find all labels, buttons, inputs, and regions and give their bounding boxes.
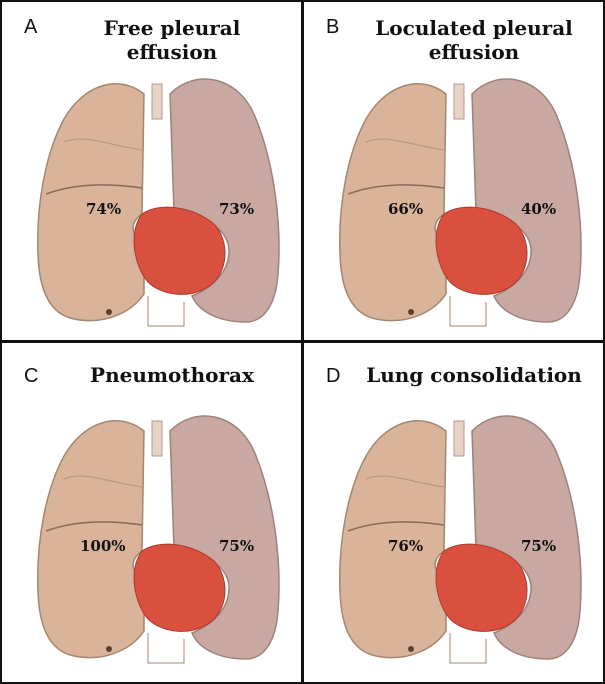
- lesion-spot: [408, 309, 414, 315]
- panel-letter: D: [326, 365, 340, 388]
- left-lung-percentage: 73%: [219, 200, 254, 218]
- left-lung-percentage: 75%: [219, 537, 254, 555]
- panel-title: Lung consolidation: [359, 363, 589, 387]
- panel-letter: A: [24, 16, 37, 39]
- mediastinum-base: [450, 296, 486, 326]
- right-lung-percentage: 66%: [388, 200, 423, 218]
- panel-letter: B: [326, 16, 339, 39]
- trachea: [152, 84, 162, 119]
- right-lung-percentage: 100%: [80, 537, 126, 555]
- panel-title: Free pleural effusion: [57, 16, 287, 64]
- panel-lung-consolidation: D Lung consolidation 76% 75%: [304, 343, 604, 681]
- lungs-illustration: 66% 40%: [326, 64, 596, 334]
- trachea: [454, 421, 464, 456]
- lesion-spot: [408, 646, 414, 652]
- lungs-illustration: 76% 75%: [326, 401, 596, 671]
- lesion-spot: [106, 309, 112, 315]
- panel-free-pleural-effusion: A Free pleural effusion 74% 73%: [2, 2, 302, 340]
- left-lung-percentage: 40%: [521, 200, 556, 218]
- panel-loculated-pleural-effusion: B Loculated pleural effusion 66% 40%: [304, 2, 604, 340]
- right-lung-percentage: 76%: [388, 537, 423, 555]
- lungs-illustration: 74% 73%: [24, 64, 294, 334]
- panel-pneumothorax: C Pneumothorax 100% 75%: [2, 343, 302, 681]
- mediastinum-base: [148, 633, 184, 663]
- left-lung-percentage: 75%: [521, 537, 556, 555]
- trachea: [152, 421, 162, 456]
- mediastinum-base: [450, 633, 486, 663]
- trachea: [454, 84, 464, 119]
- lungs-illustration: 100% 75%: [24, 401, 294, 671]
- mediastinum-base: [148, 296, 184, 326]
- panel-title: Loculated pleural effusion: [359, 16, 589, 64]
- lesion-spot: [106, 646, 112, 652]
- panel-title: Pneumothorax: [57, 363, 287, 387]
- panel-letter: C: [24, 365, 38, 388]
- right-lung-percentage: 74%: [86, 200, 121, 218]
